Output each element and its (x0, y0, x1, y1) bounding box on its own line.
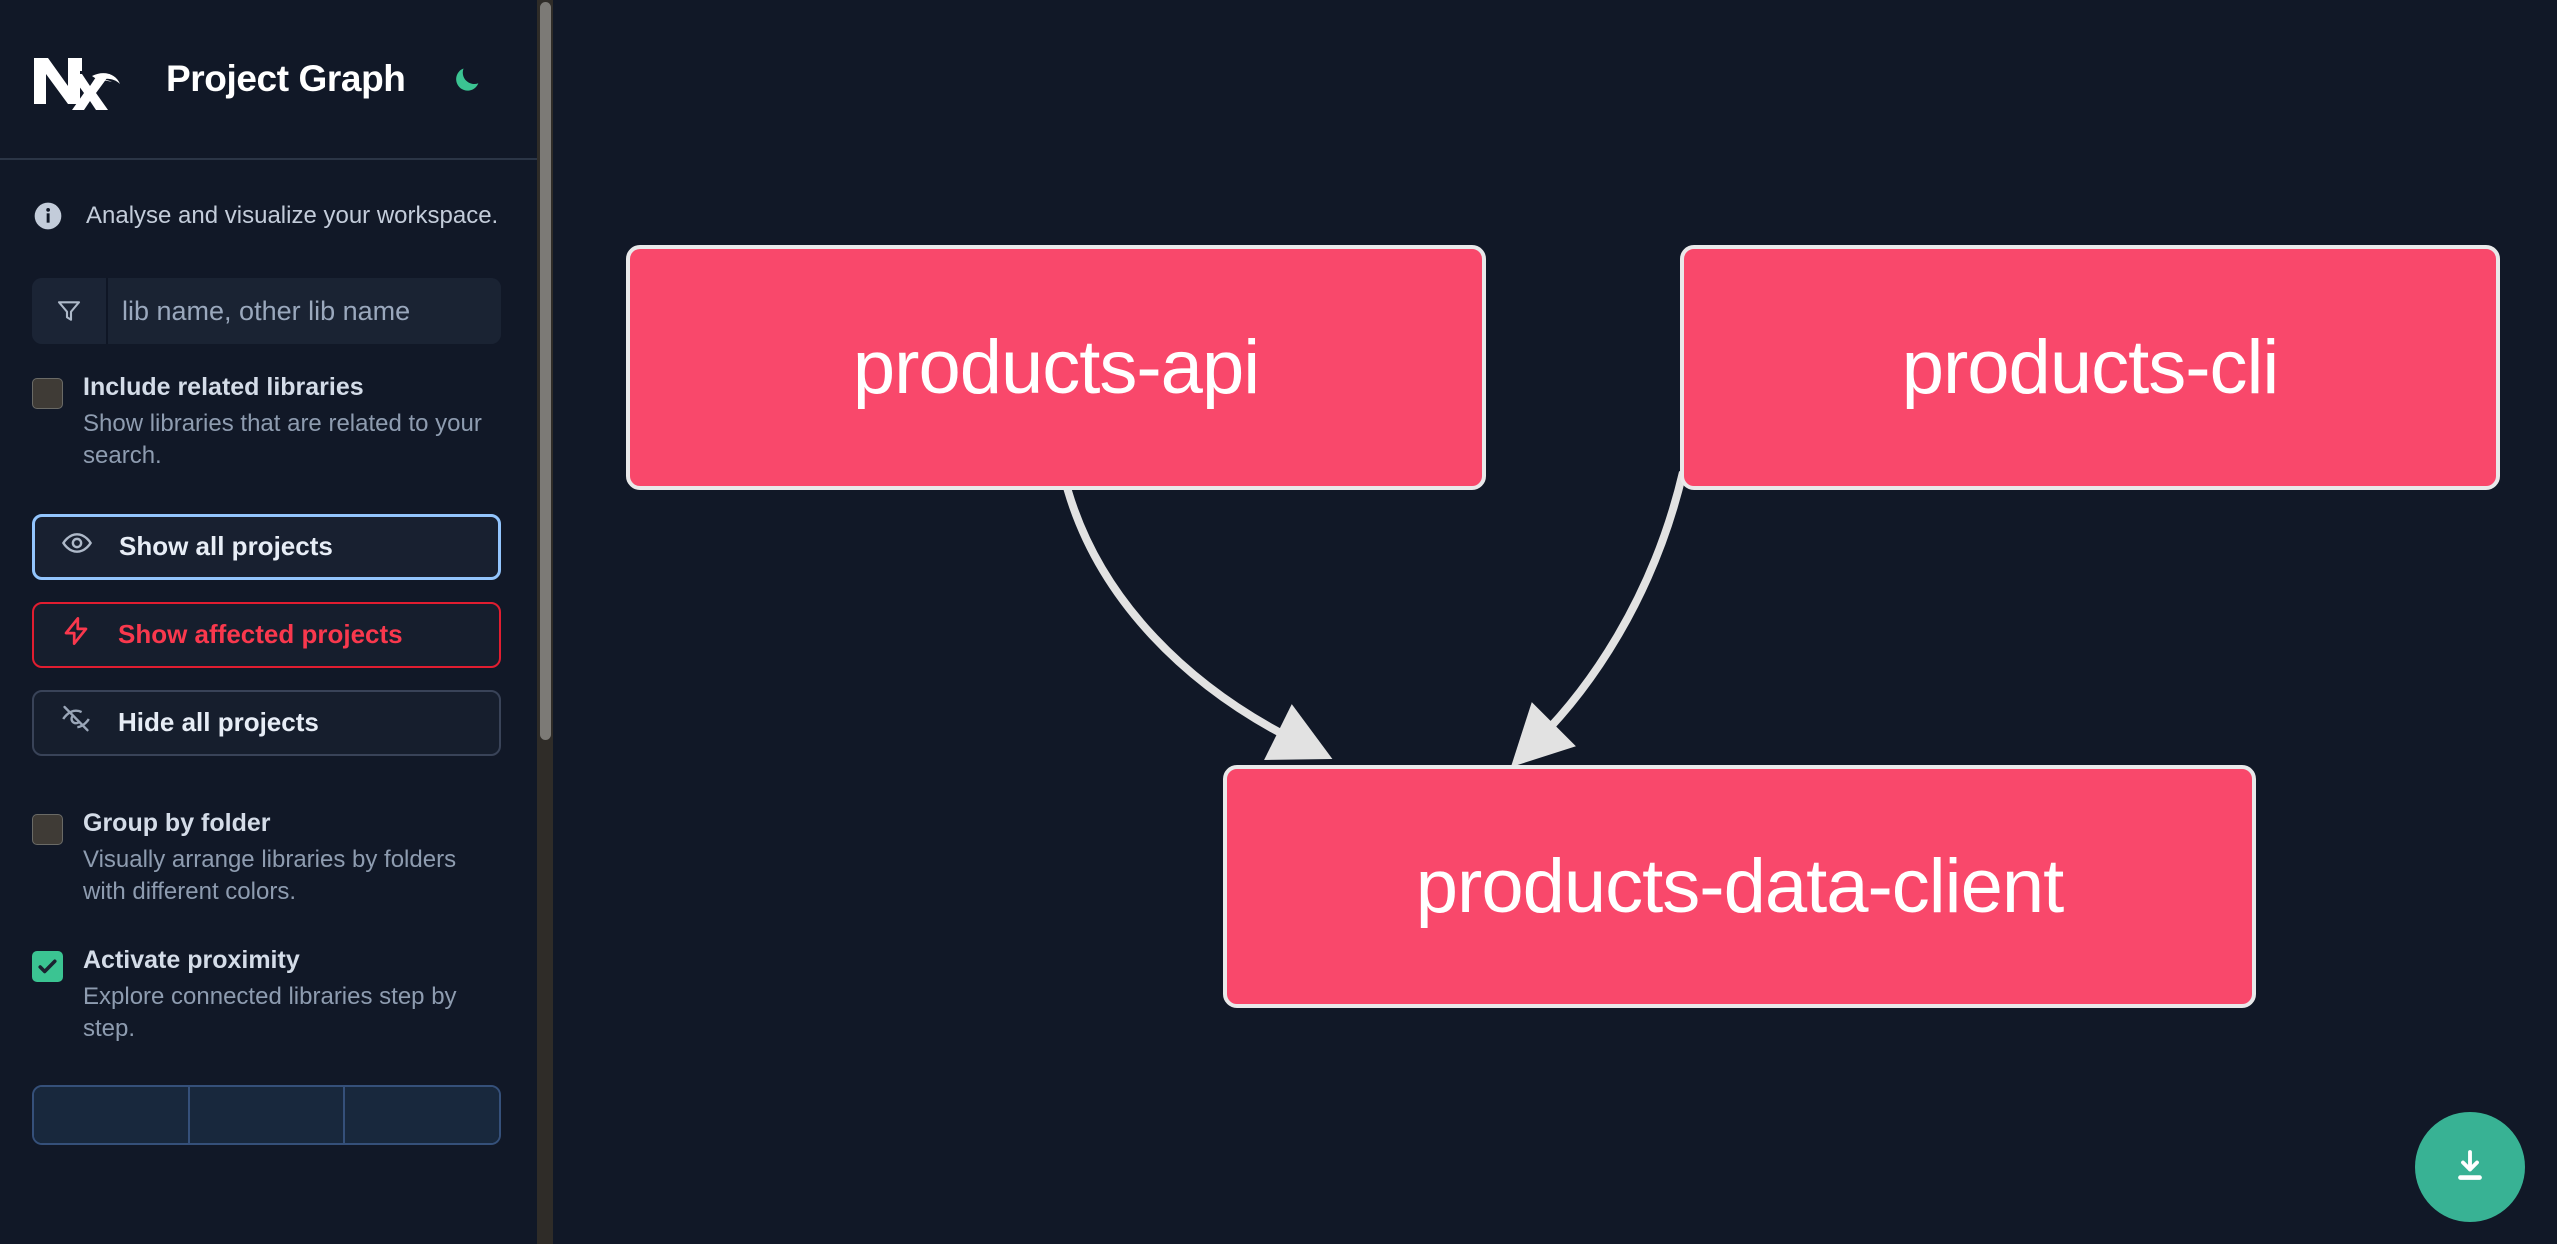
activate-proximity-label: Activate proximity (83, 946, 300, 975)
edge-products-cli-to-products-data-client (1510, 471, 1687, 768)
group-by-folder-checkbox[interactable] (32, 813, 63, 845)
show-affected-projects-label: Show affected projects (118, 619, 403, 650)
activate-proximity-description: Explore connected libraries step by step… (83, 983, 457, 1043)
nx-logo (30, 48, 122, 110)
include-related-libraries-checkbox[interactable] (32, 378, 63, 409)
graph-node-products-api[interactable]: products-api (626, 245, 1486, 490)
search-input[interactable] (108, 278, 501, 344)
workspace-info: Analyse and visualize your workspace. (0, 160, 537, 232)
activate-proximity-checkbox[interactable] (32, 951, 63, 983)
graph-node-label: products-data-client (1415, 844, 2064, 929)
visibility-button-group: Show all projects Show affected projects (0, 472, 537, 756)
group-by-folder-option[interactable]: Group by folder Visually arrange librari… (0, 756, 537, 908)
sidebar: Project Graph Analyse and visualize your… (0, 0, 553, 1244)
sidebar-scroll-area: Project Graph Analyse and visualize your… (0, 0, 537, 1244)
info-icon (32, 200, 64, 232)
activate-proximity-option[interactable]: Activate proximity Explore connected lib… (0, 907, 537, 1045)
graph-node-products-data-client[interactable]: products-data-client (1223, 765, 2256, 1008)
moon-icon[interactable] (445, 57, 489, 101)
activate-proximity-text: Activate proximity Explore connected lib… (83, 945, 501, 1045)
show-affected-projects-button[interactable]: Show affected projects (32, 601, 501, 668)
workspace-info-text: Analyse and visualize your workspace. (86, 202, 499, 229)
segment-3[interactable] (345, 1086, 499, 1143)
graph-node-label: products-api (852, 325, 1260, 410)
graph-node-products-cli[interactable]: products-cli (1680, 245, 2500, 490)
page-title: Project Graph (166, 58, 406, 99)
segment-2[interactable] (189, 1086, 346, 1143)
sidebar-scrollbar-thumb[interactable] (540, 2, 551, 740)
show-all-projects-button[interactable]: Show all projects (32, 513, 501, 580)
graph-node-label: products-cli (1901, 325, 2280, 410)
graph-canvas[interactable]: products-api products-cli products-data-… (553, 0, 2557, 1244)
eye-off-icon (60, 703, 92, 742)
group-by-folder-description: Visually arrange libraries by folders wi… (83, 845, 457, 905)
include-related-libraries-option[interactable]: Include related libraries Show libraries… (0, 344, 537, 472)
app-header: Project Graph (0, 0, 537, 160)
include-related-libraries-label: Include related libraries (83, 373, 364, 401)
filter-icon[interactable] (32, 278, 108, 344)
segment-1[interactable] (34, 1086, 190, 1143)
download-button[interactable] (2415, 1112, 2525, 1222)
include-related-libraries-description: Show libraries that are related to your … (83, 410, 482, 469)
group-by-folder-label: Group by folder (83, 808, 271, 837)
segmented-control[interactable] (32, 1084, 501, 1145)
search-box[interactable] (32, 278, 501, 344)
group-by-folder-text: Group by folder Visually arrange librari… (83, 808, 501, 908)
sidebar-scrollbar[interactable] (537, 0, 553, 1244)
graph-edges (1059, 471, 1687, 768)
include-related-libraries-text: Include related libraries Show libraries… (83, 372, 501, 472)
download-icon (2449, 1145, 2491, 1190)
lightning-icon (60, 615, 92, 654)
hide-all-projects-button[interactable]: Hide all projects (32, 689, 501, 756)
proximity-step-control[interactable] (0, 1045, 537, 1145)
edge-products-api-to-products-data-client (1059, 471, 1333, 761)
show-all-projects-label: Show all projects (119, 531, 333, 562)
hide-all-projects-label: Hide all projects (118, 707, 319, 738)
search-section (0, 232, 537, 344)
eye-icon (61, 527, 93, 566)
